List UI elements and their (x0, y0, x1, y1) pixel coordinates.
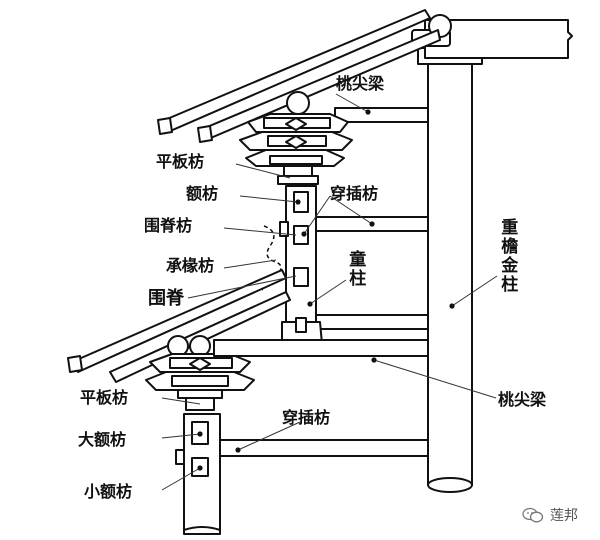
upper-bracket-set (239, 91, 353, 185)
leader-dots (197, 109, 455, 471)
label-xiaoefang: 小额枋 (84, 482, 133, 501)
watermark: 莲邦 (522, 505, 578, 525)
label-chengchuanfang: 承椽枋 (166, 256, 215, 275)
top-beam (411, 14, 573, 59)
wechat-icon (522, 507, 544, 523)
tong-column (279, 185, 323, 351)
label-weijifang: 围脊枋 (144, 216, 193, 235)
label-tongzhu: 童柱 (345, 250, 366, 288)
lower-chuanchafang-beam (217, 439, 429, 457)
label-chongyanjinzhu: 重檐金柱 (497, 218, 518, 294)
eave-column (175, 413, 221, 535)
label-daefang: 大额枋 (78, 430, 127, 449)
label-chuanchafang-top: 穿插枋 (330, 184, 379, 203)
label-pingbanfang-top: 平板枋 (156, 152, 205, 171)
label-chuanchafang-bottom: 穿插枋 (282, 408, 331, 427)
upper-tiaojianliang-beam (334, 107, 429, 123)
label-efang: 额枋 (186, 184, 219, 203)
label-tiaojianliang-top: 桃尖梁 (336, 74, 385, 93)
weiji-dashed-outline (261, 225, 282, 291)
upper-roof (157, 9, 441, 143)
lower-bracket-set (145, 335, 255, 411)
label-pingbanfang-bottom: 平板枋 (80, 388, 129, 407)
label-weiji: 围脊 (148, 288, 184, 309)
leader-lines (161, 93, 498, 491)
lower-tiaojianliang-beam (213, 339, 429, 357)
watermark-text: 莲邦 (550, 508, 578, 524)
label-tiaojianliang-bottom: 桃尖梁 (498, 390, 547, 409)
main-column (417, 47, 483, 493)
